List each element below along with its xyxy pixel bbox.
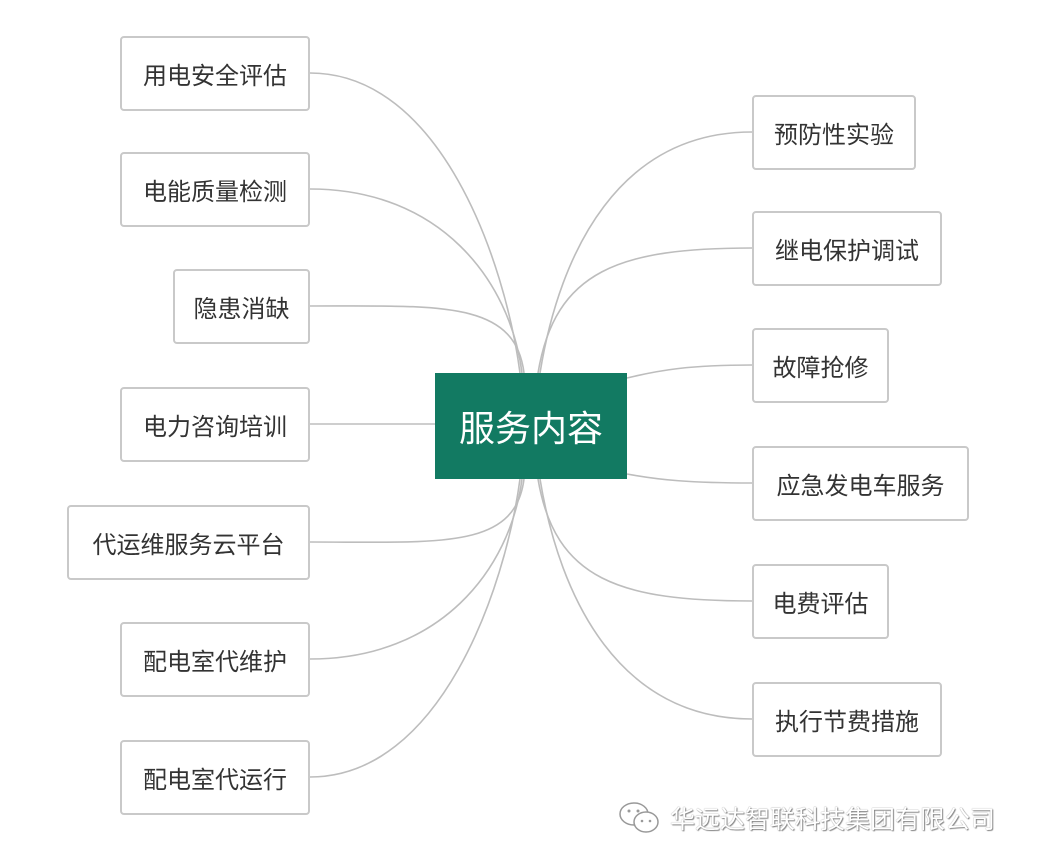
right-node: 电费评估 bbox=[752, 564, 889, 639]
left-node: 配电室代维护 bbox=[120, 622, 310, 697]
left-node: 电力咨询培训 bbox=[120, 387, 310, 462]
connector-line bbox=[309, 188, 523, 374]
left-node: 配电室代运行 bbox=[120, 740, 310, 815]
center-node: 服务内容 bbox=[435, 373, 627, 479]
connector-line bbox=[309, 478, 525, 544]
left-node: 用电安全评估 bbox=[120, 36, 310, 111]
connector-line bbox=[537, 247, 753, 374]
connector-line bbox=[626, 473, 753, 484]
connector-line bbox=[309, 72, 521, 374]
right-node: 应急发电车服务 bbox=[752, 446, 969, 521]
right-node: 执行节费措施 bbox=[752, 682, 942, 757]
connector-line bbox=[539, 478, 753, 720]
connector-line bbox=[537, 478, 753, 602]
left-node: 代运维服务云平台 bbox=[67, 505, 310, 580]
right-node: 预防性实验 bbox=[752, 95, 916, 170]
watermark: 华远达智联科技集团有限公司 bbox=[618, 800, 995, 836]
connector-line bbox=[309, 478, 521, 778]
right-node: 故障抢修 bbox=[752, 328, 889, 403]
connector-line bbox=[309, 478, 523, 660]
left-node: 电能质量检测 bbox=[120, 152, 310, 227]
wechat-icon bbox=[619, 802, 659, 833]
connector-line bbox=[539, 131, 753, 374]
watermark-text: 华远达智联科技集团有限公司 bbox=[670, 805, 996, 834]
connector-line bbox=[309, 305, 525, 374]
connector-line bbox=[626, 364, 753, 379]
right-node: 继电保护调试 bbox=[752, 211, 942, 286]
left-node: 隐患消缺 bbox=[173, 269, 310, 344]
